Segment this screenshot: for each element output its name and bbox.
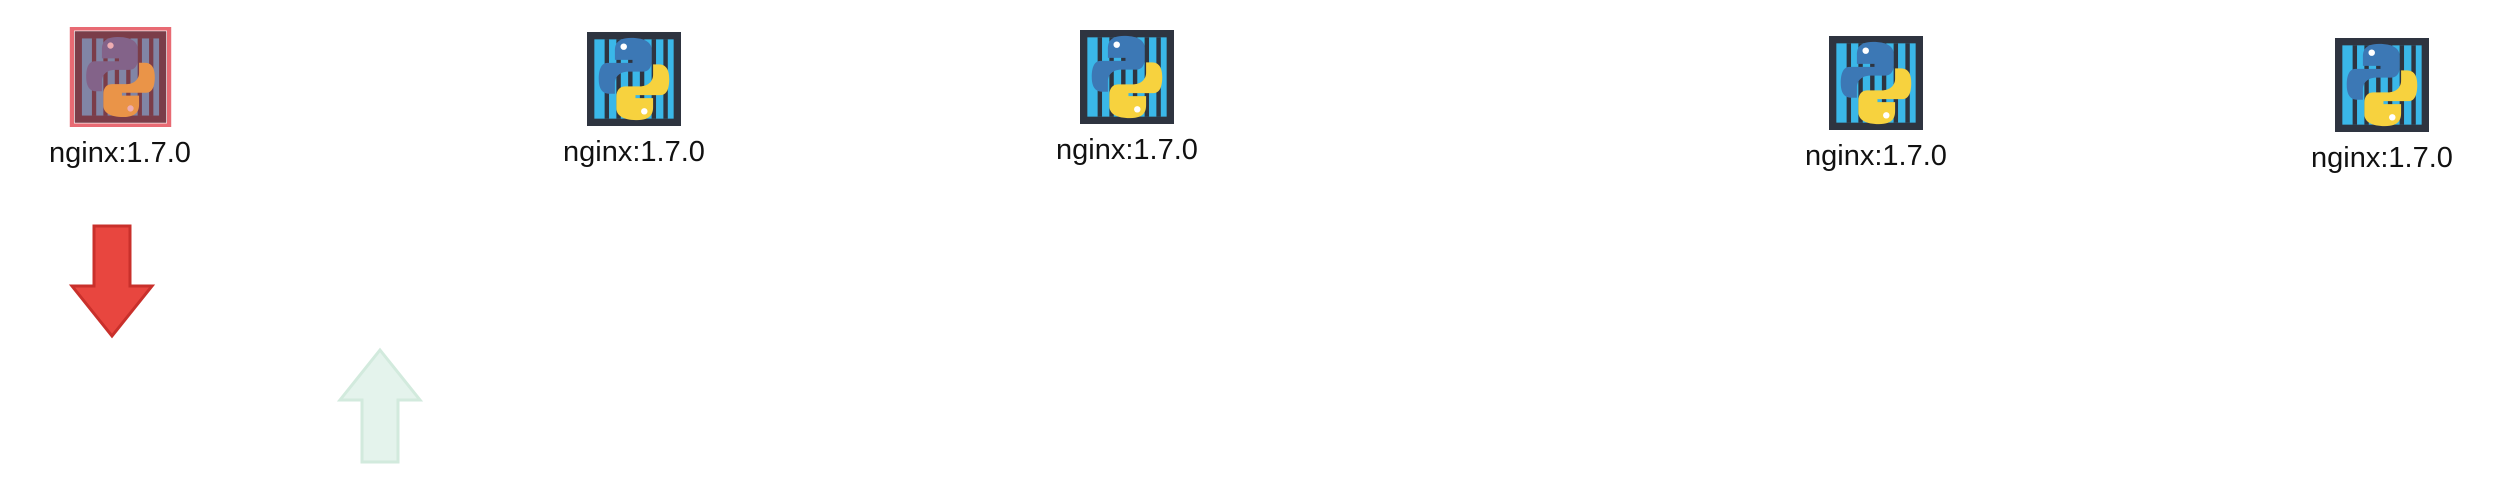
container-node[interactable]: nginx:1.7.0 xyxy=(1756,36,1996,173)
container-node[interactable]: nginx:1.7.0 xyxy=(0,27,240,170)
python-container-icon xyxy=(1826,36,1926,130)
down-arrow-icon xyxy=(68,224,156,339)
up-arrow-icon xyxy=(336,347,424,464)
node-label: nginx:1.7.0 xyxy=(1805,140,1947,172)
python-container-icon xyxy=(69,27,171,127)
node-label: nginx:1.7.0 xyxy=(1056,134,1198,166)
node-label: nginx:1.7.0 xyxy=(563,136,705,168)
node-label: nginx:1.7.0 xyxy=(49,137,191,169)
python-container-icon xyxy=(1077,30,1177,124)
container-node[interactable]: nginx:1.7.0 xyxy=(514,32,754,169)
python-container-icon xyxy=(584,32,684,126)
container-node[interactable]: nginx:1.7.0 xyxy=(1007,30,1247,167)
python-container-icon xyxy=(2332,38,2432,132)
container-node[interactable]: nginx:1.7.0 xyxy=(2262,38,2502,175)
node-label: nginx:1.7.0 xyxy=(2311,142,2453,174)
